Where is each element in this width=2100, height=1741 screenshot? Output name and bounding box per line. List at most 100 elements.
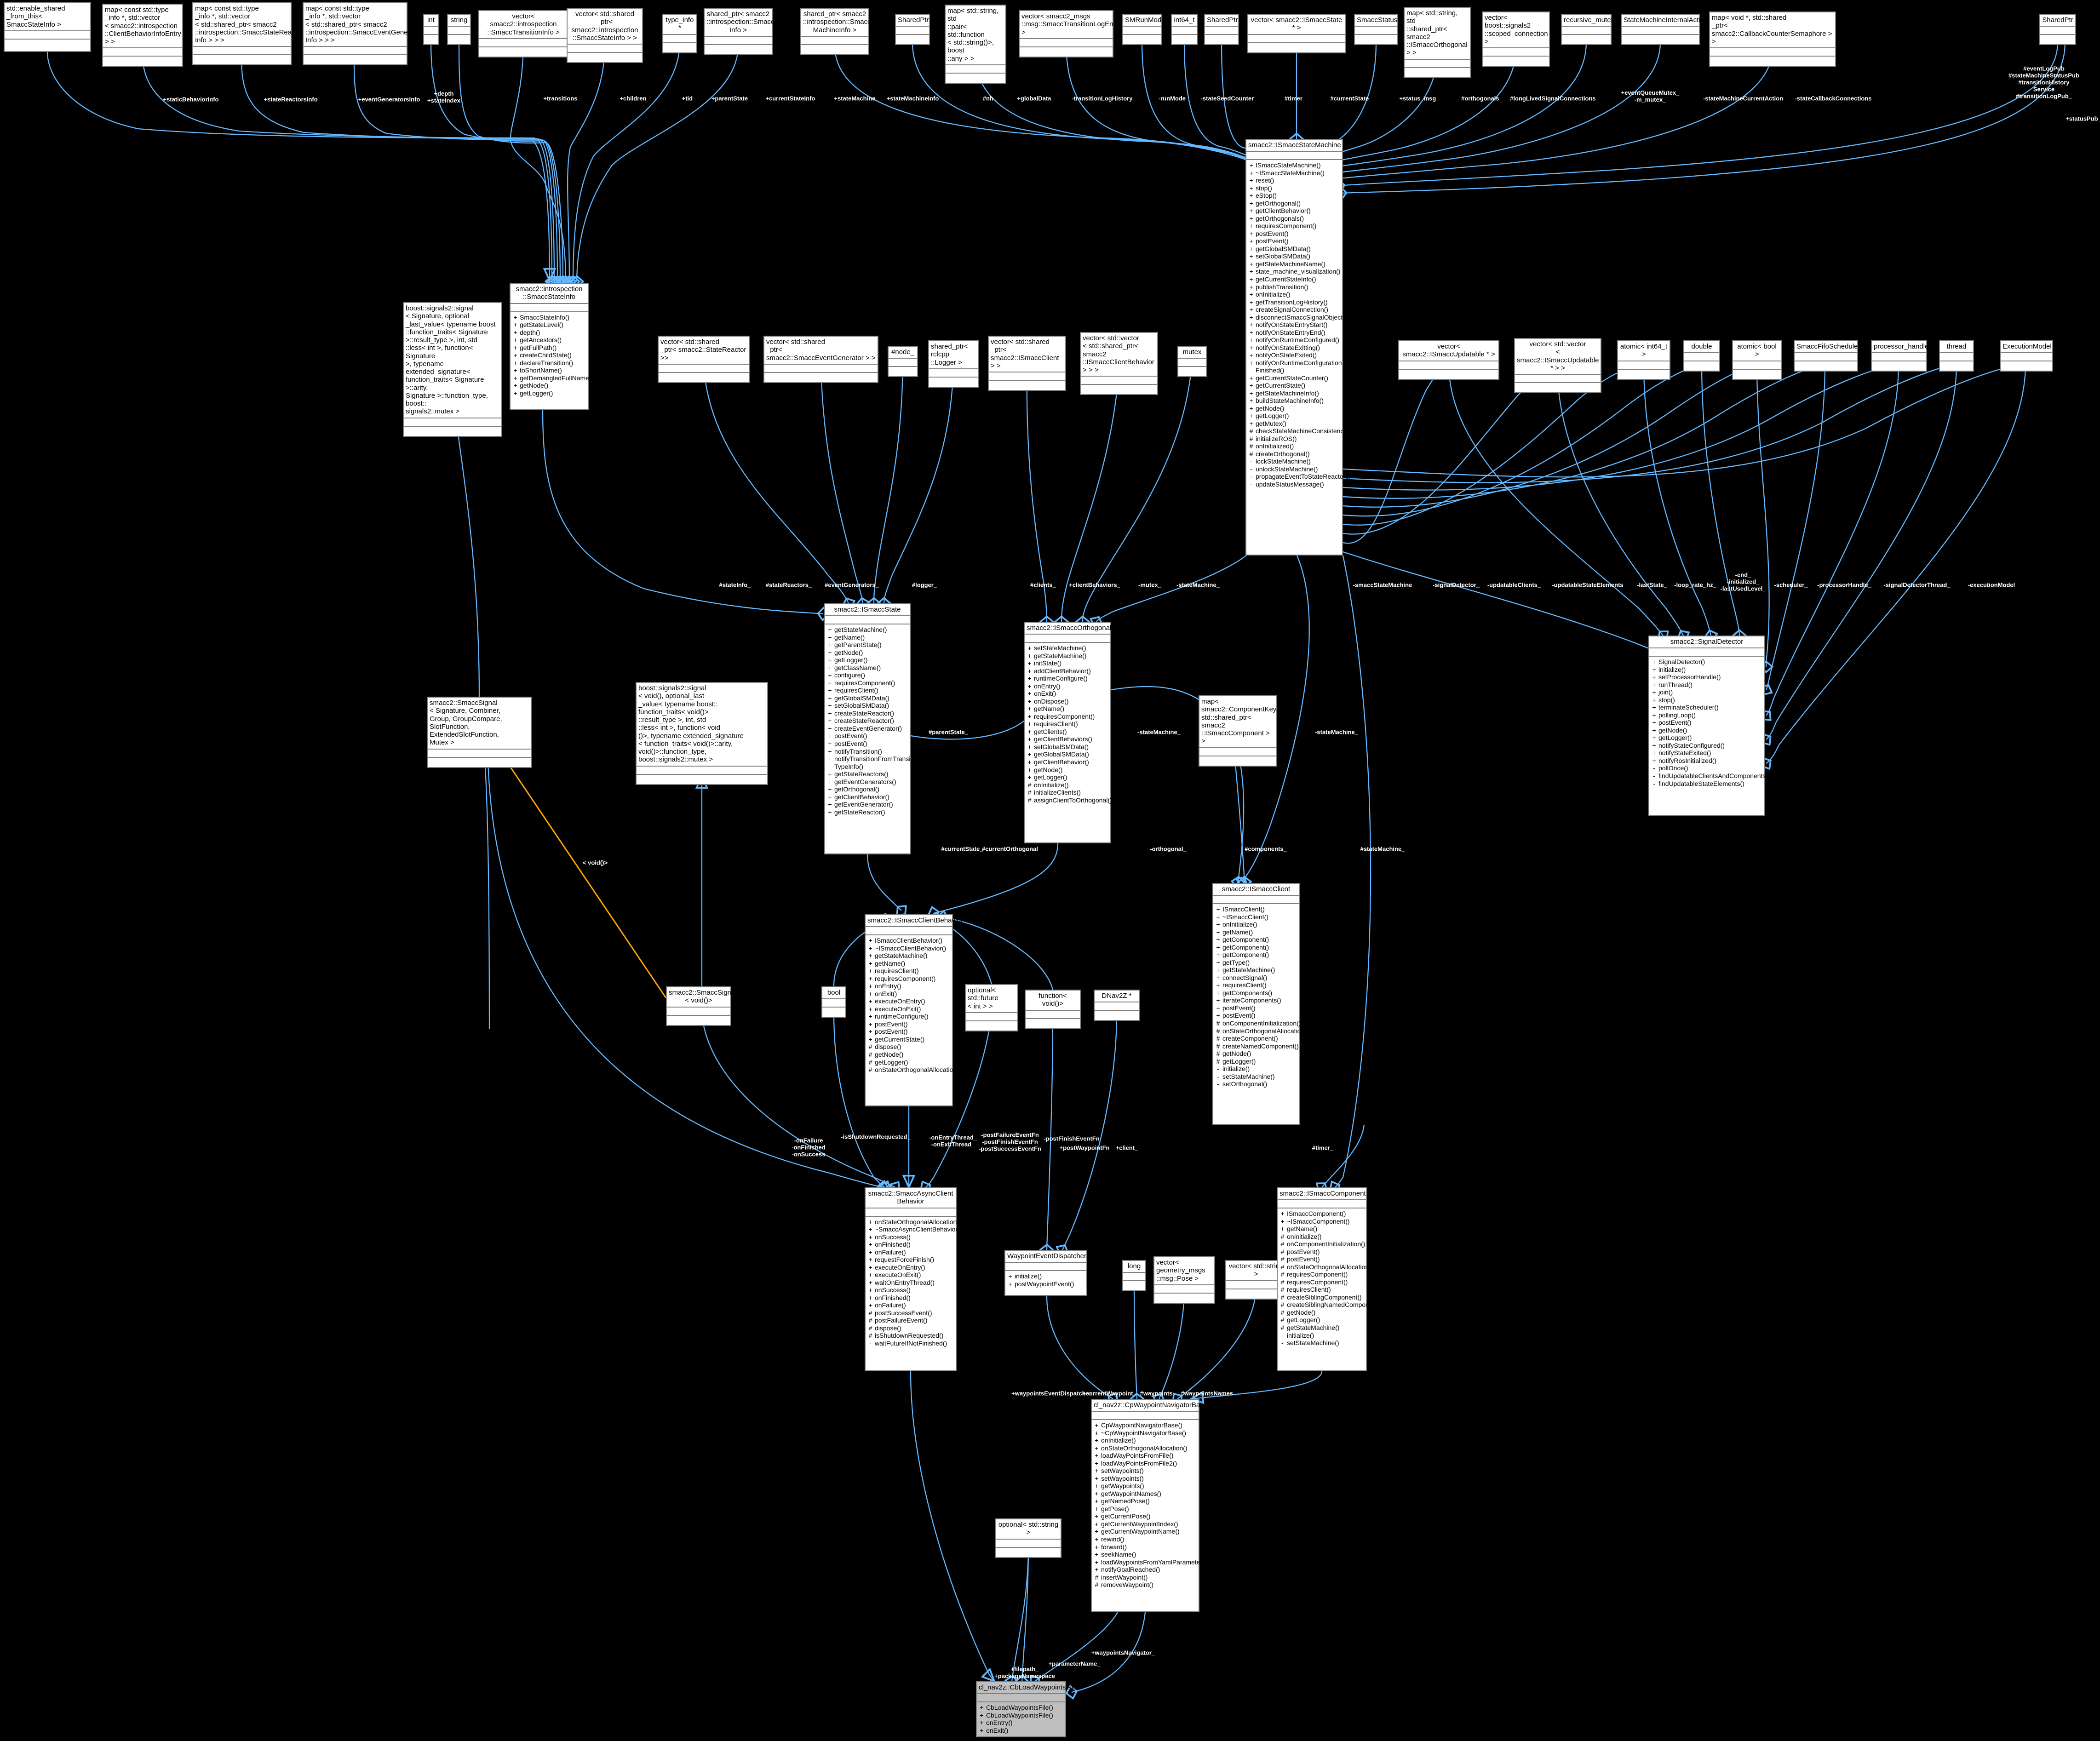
class-node-map_cbinfo[interactable]: map< const std::type _info *, std::vecto… [102, 4, 183, 67]
class-member: #removeWaypoint() [1094, 1581, 1198, 1589]
node-methods-compartment [801, 45, 868, 54]
member-name: onExit() [1034, 690, 1056, 698]
class-node-vec_transinfo[interactable]: vector< smacc2::introspection ::SmaccTra… [478, 10, 568, 57]
class-node-vec_stateinfo[interactable]: vector< std::shared _ptr< smacc2::intros… [567, 8, 643, 63]
node-separator [1123, 34, 1161, 35]
class-node-smrunmode[interactable]: SMRunMode [1122, 14, 1165, 46]
class-node-typeinfo_box[interactable]: type_info * [662, 14, 697, 53]
class-node-smaccasyncclientbehavior[interactable]: smacc2::SmaccAsyncClient Behavior+onStat… [865, 1187, 962, 1371]
class-node-boost_signal_void[interactable]: boost::signals2::signal < void(), option… [636, 682, 768, 785]
class-node-smaccstatus[interactable]: SmaccStatus [1354, 14, 1398, 46]
class-node-sp_stateinfo[interactable]: shared_ptr< smacc2 ::introspection::Smac… [704, 8, 791, 55]
member-visibility: + [1095, 1543, 1099, 1551]
member-visibility: # [1216, 1042, 1220, 1050]
node-attributes-compartment [977, 1694, 1065, 1701]
class-node-ismaccstate[interactable]: smacc2::ISmaccState+getStateMachine()+ge… [824, 603, 921, 854]
class-member: #requiresComponent() [1280, 1278, 1365, 1286]
class-node-fifosched[interactable]: SmaccFifoScheduler [1794, 340, 1860, 372]
class-node-dnav2z[interactable]: DNav2Z * [1094, 990, 1140, 1021]
class-node-vec_vec_updatable[interactable]: vector< std::vector < smacc2::ISmaccUpda… [1514, 338, 1601, 393]
member-name: getCurrentWaypointName() [1101, 1528, 1180, 1535]
member-visibility: + [1249, 161, 1253, 169]
class-node-vec_pose[interactable]: vector< geometry_msgs ::msg::Pose > [1153, 1256, 1215, 1304]
class-node-cpwaypointnavigatorbase[interactable]: cl_nav2z::CpWaypointNavigatorBase+CpWayp… [1091, 1399, 1207, 1612]
class-node-recursive_mutex[interactable]: recursive_mutex [1561, 14, 1614, 46]
member-visibility: + [1216, 928, 1220, 936]
class-node-vec_cbehavior[interactable]: vector< std::vector < std::shared_ptr< s… [1080, 332, 1158, 395]
class-node-double_box[interactable]: double [1683, 340, 1720, 372]
node-separator [1026, 1009, 1080, 1011]
class-node-ismaccstatemachine[interactable]: smacc2::ISmaccStateMachine+ISmaccStateMa… [1245, 139, 1353, 556]
class-member: +getCurrentState() [1248, 382, 1341, 389]
class-node-int64_box[interactable]: int64_t [1171, 14, 1198, 46]
node-separator [5, 30, 90, 31]
class-node-smaccsignal_void[interactable]: smacc2::SmaccSignal < void()> [666, 986, 737, 1026]
class-node-boost_signal_generic[interactable]: boost::signals2::signal < Signature, opt… [403, 302, 502, 437]
class-node-vec_updatable[interactable]: vector< smacc2::ISmaccUpdatable * > [1398, 340, 1499, 380]
class-node-ismaccclient[interactable]: smacc2::ISmaccClient+ISmaccClient()+~ISm… [1212, 883, 1309, 1125]
member-visibility: + [1095, 1505, 1099, 1512]
node-separator [1940, 352, 1973, 354]
class-node-function_void[interactable]: function< void()> [1025, 990, 1081, 1029]
member-name: isShutdownRequested() [875, 1332, 944, 1340]
class-node-ismaccorthogonal[interactable]: smacc2::ISmaccOrthogonal+setStateMachine… [1024, 622, 1112, 843]
class-node-vec_translog[interactable]: vector< smacc2_msgs ::msg::SmaccTransiti… [1019, 10, 1121, 57]
node-separator [304, 46, 407, 47]
class-node-sharedptr2[interactable]: SharedPtr [1204, 14, 1239, 46]
class-node-logger_box[interactable]: shared_ptr< rclcpp ::Logger > [928, 340, 979, 388]
class-node-sp_smmachineinfo[interactable]: shared_ptr< smacc2 ::introspection::Smac… [800, 8, 887, 55]
class-node-optional_int[interactable]: optional< std::future < int > > [965, 984, 1018, 1031]
class-node-vec_string[interactable]: vector< std::string > [1225, 1260, 1287, 1300]
class-member: +getFullPath() [512, 344, 587, 352]
node-separator [1092, 1411, 1199, 1412]
class-node-map_statereactor[interactable]: map< const std::type _info *, std::vecto… [192, 2, 303, 66]
class-node-mutex_box[interactable]: mutex [1177, 346, 1207, 378]
class-node-map_componentkey[interactable]: map< smacc2::ComponentKey, std::shared_p… [1199, 695, 1278, 767]
class-node-vec_scoped[interactable]: vector< boost::signals2 ::scoped_connect… [1482, 11, 1550, 67]
class-node-string_box[interactable]: string [447, 14, 471, 46]
class-node-vec_statereactor[interactable]: vector< std::shared _ptr< smacc2::StateR… [658, 336, 750, 383]
class-node-map_pair_any[interactable]: map< std::string, std ::pair< std::funct… [945, 5, 1006, 84]
edge-label: #eventGenerators_ [825, 581, 879, 589]
class-member: +getClientBehaviors() [1027, 735, 1109, 743]
member-visibility: # [1280, 1293, 1285, 1301]
class-node-smintaction[interactable]: StateMachineInternalAction [1621, 14, 1708, 46]
class-node-atomic_bool[interactable]: atomic< bool > [1732, 340, 1782, 380]
member-name: getStateLevel() [520, 321, 563, 329]
class-node-map_eventgen[interactable]: map< const std::type _info *, std::vecto… [303, 2, 422, 66]
class-node-map_callbackcounter[interactable]: map< void *, std::shared _ptr< smacc2::C… [1709, 11, 1836, 67]
member-name: createChildState() [520, 351, 572, 359]
class-node-map_orthogonal[interactable]: map< std::string, std ::shared_ptr< smac… [1404, 7, 1471, 78]
member-visibility: + [1652, 719, 1656, 727]
class-node-sharedptr3[interactable]: SharedPtr [2039, 14, 2076, 46]
node-separator [5, 38, 90, 40]
node-methods-compartment [2001, 361, 2052, 371]
class-node-atomic_int64[interactable]: atomic< int64_t > [1617, 340, 1670, 380]
class-node-sharedptr1[interactable]: SharedPtr [895, 14, 930, 46]
class-node-bool_box[interactable]: bool [821, 986, 846, 1018]
edge-label: +tid_ [682, 95, 696, 102]
class-node-processor_handle[interactable]: processor_handle [1871, 340, 1928, 372]
class-member: +getStateReactors() [827, 770, 909, 778]
class-node-executionmodel[interactable]: ExecutionModel [2000, 340, 2053, 372]
class-node-title: smacc2::ISmaccComponent [1280, 1190, 1366, 1197]
class-node-smaccsignal_generic[interactable]: smacc2::SmaccSignal < Signature, Combine… [427, 697, 532, 768]
class-node-vec_client[interactable]: vector< std::shared _ptr< smacc2::ISmacc… [988, 336, 1066, 391]
class-node-enable_shared[interactable]: std::enable_shared _from_this< SmaccStat… [4, 2, 91, 52]
class-node-cbloadwaypointsfile[interactable]: cl_nav2z::CbLoadWaypointsFile+CbLoadWayp… [976, 1681, 1077, 1737]
class-node-vec_eventgenerator[interactable]: vector< std::shared _ptr< smacc2::SmaccE… [763, 336, 878, 383]
class-node-node_box[interactable]: #node_ [888, 346, 918, 378]
class-member: +getNode() [827, 649, 909, 657]
class-node-waypointeventdispatcher[interactable]: WaypointEventDispatcher+initialize()+pos… [1004, 1250, 1087, 1296]
class-node-long_box[interactable]: long [1122, 1260, 1146, 1292]
class-node-ismacccomponent[interactable]: smacc2::ISmaccComponent+ISmaccComponent(… [1277, 1187, 1383, 1371]
class-node-ismaccclientbehavior[interactable]: smacc2::ISmaccClientBehavior+ISmaccClien… [865, 914, 963, 1106]
class-node-vec_ismaccstate[interactable]: vector< smacc2::ISmaccState * > [1247, 14, 1346, 53]
class-node-thread_box[interactable]: thread [1939, 340, 1974, 372]
class-node-int_box[interactable]: int [423, 14, 439, 46]
class-node-smaccstateinfo[interactable]: smacc2::introspection ::SmaccStateInfo+S… [510, 283, 593, 410]
class-node-signaldetector[interactable]: smacc2::SignalDetector+SignalDetector()+… [1648, 636, 1770, 816]
member-visibility: + [868, 1301, 872, 1309]
class-node-optional_string[interactable]: optional< std::string > [995, 1518, 1061, 1558]
node-methods-compartment [659, 373, 749, 382]
